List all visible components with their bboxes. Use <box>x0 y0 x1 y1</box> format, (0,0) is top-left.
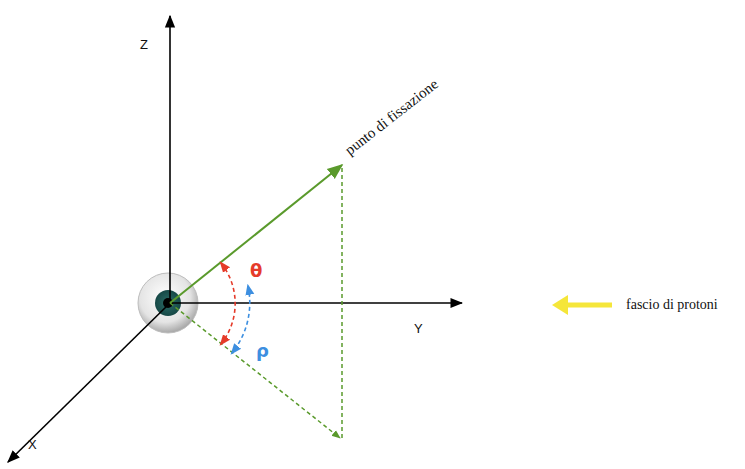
angle-label: θ <box>250 261 262 281</box>
beam-label: fascio di protoni <box>626 297 718 312</box>
y-axis <box>170 302 462 304</box>
projection-line <box>170 303 340 438</box>
axis-label: Z <box>140 38 148 52</box>
fixation-vector <box>170 165 342 303</box>
proton-beam-head <box>552 295 568 315</box>
theta-arc <box>221 263 235 344</box>
x-axis <box>8 303 170 462</box>
proton-beam-shaft <box>562 303 612 308</box>
z-axis <box>169 16 171 303</box>
axis-label: X <box>28 438 37 452</box>
angle-label: ρ <box>256 341 269 361</box>
rho-arc <box>232 286 250 353</box>
axis-label: Y <box>414 322 423 336</box>
fixation-point-label: punto di fissazione <box>342 75 441 158</box>
vertical-projection <box>341 168 343 440</box>
